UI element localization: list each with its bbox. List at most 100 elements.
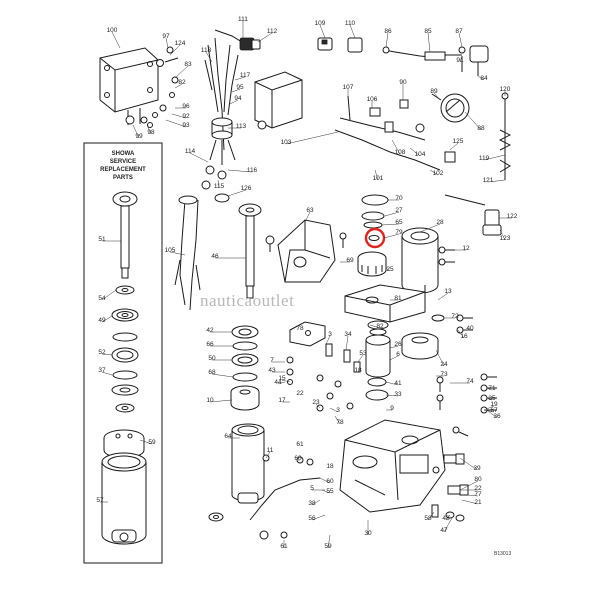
part-number-label: 30 <box>364 530 372 537</box>
part-number-label: 58 <box>424 515 432 522</box>
leader-line <box>385 394 399 397</box>
leader-line <box>345 335 349 351</box>
leader-line <box>427 32 431 53</box>
leader-line <box>146 124 152 135</box>
leader-line <box>483 409 495 413</box>
part-number-label: 78 <box>336 419 344 426</box>
leader-line <box>385 32 389 48</box>
junction-box-100 <box>99 47 159 125</box>
part-number-label: 21 <box>474 499 482 506</box>
pump-motor-28 <box>401 227 439 295</box>
part-number-label: 50 <box>208 355 216 362</box>
drawing-code: B13013 <box>494 551 511 557</box>
trim-gauge-88 <box>431 93 470 123</box>
part-number-label: 82 <box>178 79 186 86</box>
leader-line <box>467 494 479 497</box>
leader-line <box>429 169 439 176</box>
part-number-label: 24 <box>440 361 448 368</box>
leader-line <box>409 147 421 157</box>
part-number-label: 25 <box>386 266 394 273</box>
leader-line <box>227 189 247 197</box>
leader-line <box>315 403 321 409</box>
part-number-label: 12 <box>462 245 470 252</box>
small-hardware-cluster <box>147 46 179 128</box>
part-number-label: 122 <box>507 213 518 220</box>
leader-line <box>384 211 400 217</box>
part-number-label: 86 <box>384 28 392 35</box>
part-number-label: 28 <box>436 219 444 226</box>
leader-line <box>369 324 381 329</box>
leader-line <box>139 439 153 445</box>
part-number-label: 115 <box>214 183 225 190</box>
part-number-label: 93 <box>182 122 190 129</box>
part-number-label: 55 <box>326 488 334 495</box>
part-number-label: 96 <box>182 103 190 110</box>
fitting-123 <box>444 194 502 236</box>
part-number-label: 87 <box>455 28 463 35</box>
leader-line <box>234 76 246 81</box>
leader-line <box>101 289 117 301</box>
leader-line <box>329 407 339 413</box>
leader-lines <box>100 21 512 549</box>
part-number-label: 49 <box>98 317 106 324</box>
part-number-label: 16 <box>460 333 468 340</box>
relay-box <box>254 71 303 130</box>
part-number-label: 60 <box>326 478 334 485</box>
part-number-label: 100 <box>107 27 118 34</box>
leader-line <box>499 229 506 241</box>
box-line-4: PARTS <box>113 175 133 181</box>
part-number-label: 18 <box>354 367 362 374</box>
showa-service-box: SHOWA SERVICE REPLACEMENT PARTS <box>83 142 163 564</box>
part-number-label: 73 <box>440 371 448 378</box>
bolts-12 <box>339 232 455 266</box>
part-number-label: 5 <box>310 485 314 492</box>
part-number-label: 121 <box>483 177 494 184</box>
part-number-label: 67 <box>490 407 498 414</box>
part-number-label: 81 <box>394 295 402 302</box>
part-number-label: 52 <box>98 349 106 356</box>
part-number-label: 83 <box>184 61 192 68</box>
part-number-label: 7 <box>270 357 274 364</box>
part-number-label: 26 <box>394 341 402 348</box>
leader-line <box>486 387 493 391</box>
leader-line <box>189 152 209 163</box>
leader-line <box>383 233 400 239</box>
trim-switch-106 <box>334 95 456 171</box>
leader-line <box>486 397 493 401</box>
leader-line <box>227 169 253 173</box>
screw-30 <box>265 235 275 252</box>
part-number-label: 11 <box>267 447 274 454</box>
leader-line <box>435 349 445 367</box>
leader-line <box>334 415 341 425</box>
part-number-label: 94 <box>234 95 242 102</box>
leader-line <box>449 142 459 151</box>
part-number-label: 112 <box>267 28 278 35</box>
leader-line <box>486 409 498 419</box>
leader-line <box>319 477 331 484</box>
part-number-label: 34 <box>344 331 352 338</box>
part-number-label: 85 <box>424 28 432 35</box>
part-number-label: 17 <box>278 397 286 404</box>
leader-line <box>487 179 506 183</box>
leader-line <box>458 32 463 48</box>
part-number-label: 59 <box>324 543 332 550</box>
part-number-label: 114 <box>185 148 196 155</box>
part-number-label: 33 <box>394 391 402 398</box>
connector-111 <box>214 29 261 51</box>
leader-line <box>445 514 451 521</box>
part-number-label: 15 <box>278 375 286 382</box>
part-number-label: 41 <box>394 380 402 387</box>
part-number-label: 101 <box>373 175 384 182</box>
part-number-label: 44 <box>274 379 282 386</box>
part-number-label: 80 <box>474 476 482 483</box>
leader-line <box>325 335 331 345</box>
part-number-label: 69 <box>346 257 354 264</box>
washer-55 <box>208 512 224 522</box>
leader-line <box>101 353 113 356</box>
leader-line <box>277 381 286 385</box>
part-number-label: 57 <box>96 497 104 504</box>
part-number-label: 23 <box>312 399 320 406</box>
leader-line <box>169 44 181 56</box>
part-number-label: 53 <box>359 350 367 357</box>
